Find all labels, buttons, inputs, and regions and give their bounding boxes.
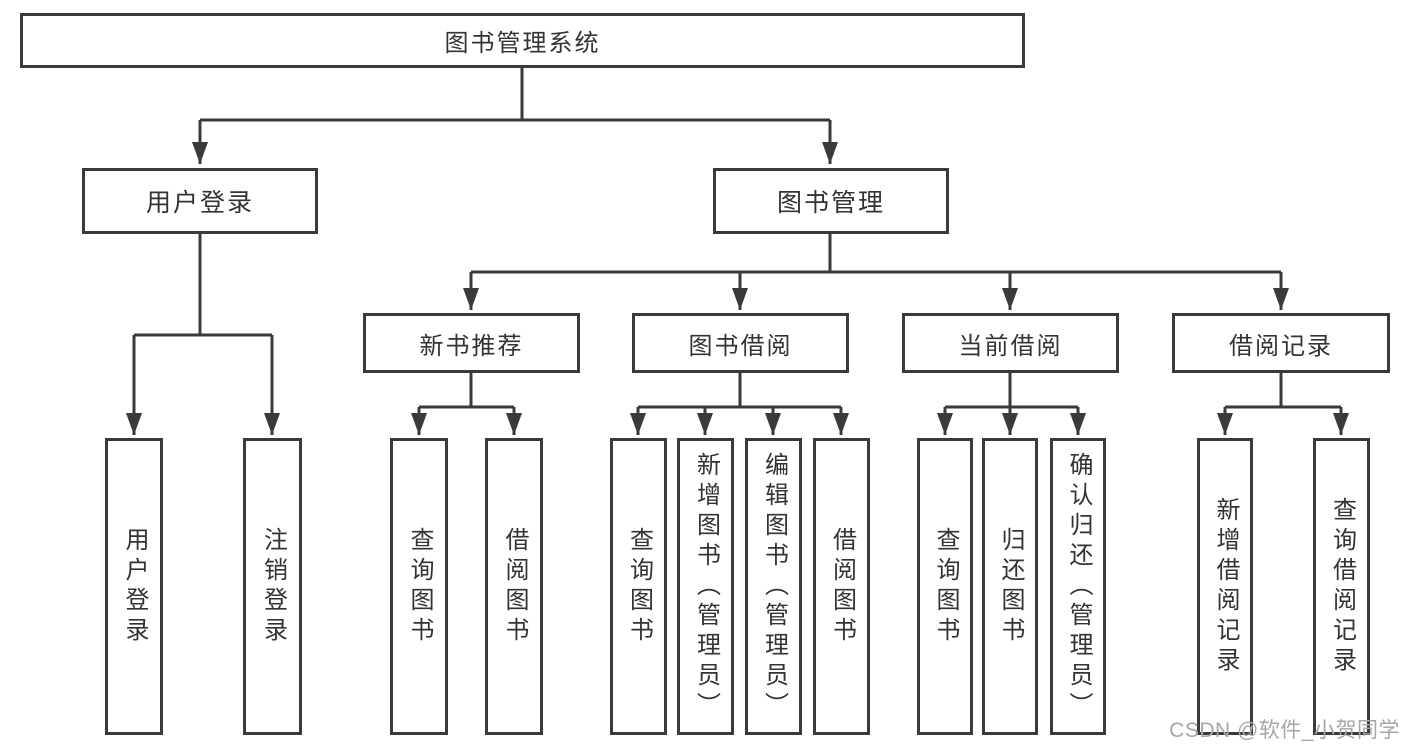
csdn-watermark: CSDN @软件_小贺同学 (1169, 719, 1400, 742)
leaf-query-books-recommend: 查询图书 (390, 438, 448, 735)
node-book-borrow-label: 图书借阅 (688, 332, 793, 360)
node-new-book-recommend: 新书推荐 (363, 313, 580, 373)
leaf-add-book-admin: 新增图书（管理员） (677, 438, 734, 735)
node-borrow-records: 借阅记录 (1172, 313, 1390, 373)
leaf-edit-book-admin: 编辑图书（管理员） (745, 438, 802, 735)
leaf-query-books-current: 查询图书 (917, 438, 973, 735)
node-book-management: 图书管理 (713, 168, 949, 234)
leaf-query-borrow-record: 查询借阅记录 (1313, 438, 1370, 735)
connector-current-borrow-to-leaves (937, 373, 1086, 435)
node-library-system-label: 图书管理系统 (444, 30, 601, 57)
node-new-book-recommend-label: 新书推荐 (419, 332, 524, 360)
node-borrow-records-label: 借阅记录 (1229, 332, 1333, 360)
connector-new-books-to-leaves (411, 373, 522, 435)
leaf-borrow-books: 借阅图书 (813, 438, 870, 735)
node-library-system: 图书管理系统 (20, 13, 1025, 68)
leaf-user-login: 用户登录 (105, 438, 163, 735)
node-user-login: 用户登录 (82, 168, 318, 234)
leaf-confirm-return-admin: 确认归还（管理员） (1050, 438, 1106, 735)
node-book-management-label: 图书管理 (776, 189, 885, 217)
connector-user-login-to-leaves (126, 234, 280, 435)
leaf-add-borrow-record: 新增借阅记录 (1197, 438, 1253, 735)
node-current-borrow-label: 当前借阅 (958, 332, 1063, 360)
node-book-borrow: 图书借阅 (632, 313, 849, 373)
connector-borrow-records-to-leaves (1217, 373, 1349, 435)
node-user-login-label: 用户登录 (145, 189, 254, 217)
leaf-return-book: 归还图书 (982, 438, 1038, 735)
connector-book-mgmt-to-level2 (463, 234, 1289, 310)
connector-book-borrow-to-leaves (630, 373, 849, 435)
connector-root-to-level1 (192, 68, 838, 164)
leaf-logout: 注销登录 (243, 438, 302, 735)
node-current-borrow: 当前借阅 (902, 313, 1119, 373)
leaf-query-books-borrow: 查询图书 (610, 438, 667, 735)
leaf-borrow-books-recommend: 借阅图书 (485, 438, 543, 735)
